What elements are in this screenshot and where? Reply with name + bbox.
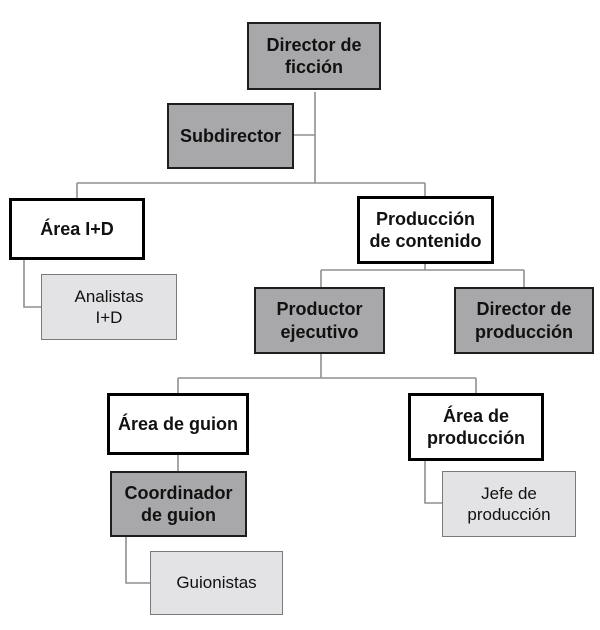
node-label: Subdirector [180,125,281,148]
node-label-line: ficción [284,57,343,77]
node-area-i-d: Área I+D [9,198,145,260]
node-label-line: Área I+D [40,218,114,239]
node-label-line: I+D [95,308,123,327]
node-jefe-de-produccion: Jefe de producción [442,471,576,537]
node-label: Guionistas [176,572,256,593]
node-label-line: producción [427,428,525,448]
node-guionistas: Guionistas [150,551,283,615]
connector-coordinador-to-guionistas [125,537,150,584]
node-label-line: Área de [442,405,510,426]
node-area-de-guion: Área de guion [107,393,249,455]
node-label-line: de guion [141,505,216,525]
connector-area-id-to-analistas [23,259,41,308]
connector-director-to-subdirector [293,92,316,136]
node-label: Área I+D [40,218,114,241]
node-label: Área de guion [118,413,238,436]
node-label-line: Subdirector [179,125,281,146]
node-label-line: ejecutivo [280,321,359,342]
node-label-line: producción [467,505,551,524]
node-label-line: Coordinador [124,482,233,503]
node-label-line: Área de guion [117,413,238,434]
node-label-line: Director de [476,299,572,319]
connector-area-produccion-to-jefe [424,461,442,504]
node-label-line: de contenido [369,231,482,251]
node-label-line: Productor [276,299,363,319]
node-label-line: producción [475,321,573,342]
node-label-line: Jefe de [481,483,537,503]
node-label-line: Guionistas [176,573,257,593]
node-label-line: Analistas [74,286,144,306]
node-label: Jefe de producción [467,483,550,526]
node-label-line: Producción [375,208,475,229]
node-subdirector: Subdirector [167,103,294,169]
node-label-line: Director de [266,34,362,55]
